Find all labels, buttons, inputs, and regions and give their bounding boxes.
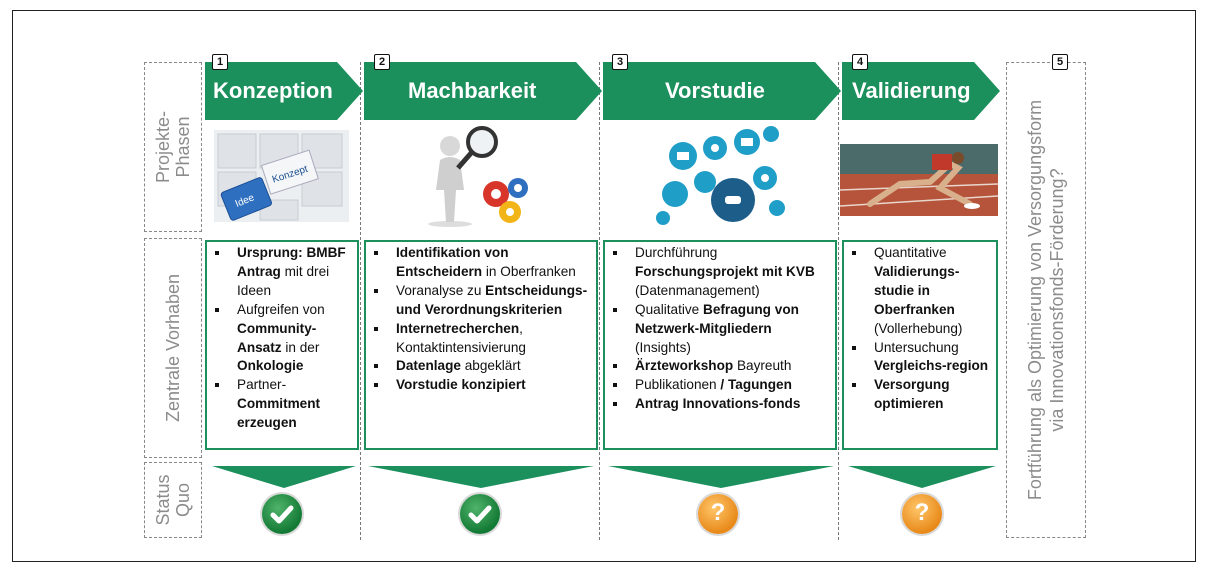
column-separator — [838, 62, 839, 540]
plan-item: Aufgreifen von Community-Ansatz in der O… — [213, 301, 353, 377]
phase-number: 4 — [852, 54, 868, 70]
phase-5-column: Fortführung als Optimierung von Versorgu… — [1006, 62, 1086, 538]
plan-item-text: (Vollerhebung) — [874, 320, 963, 336]
puzzle-image: Konzept Idee — [214, 130, 349, 222]
phase-arrow-validierung: Validierung — [842, 62, 1000, 120]
plan-item-text: Bayreuth — [733, 358, 792, 374]
plan-item-bold-text: Community-Ansatz — [237, 320, 317, 355]
plan-item-bold-text: Ursprung: BMBF Antrag — [237, 245, 346, 279]
plans-box-vorstudie: Durchführung Forschungsprojekt mit KVB (… — [603, 240, 837, 450]
plan-item: Publikationen / Tagungen — [611, 376, 831, 395]
plan-item-text: abgeklärt — [460, 358, 521, 374]
phase-number: 1 — [212, 54, 228, 70]
phase-arrow-konzeption: Konzeption — [205, 62, 363, 120]
plan-item-text: (Insights) — [635, 339, 691, 355]
status-check-icon — [460, 494, 500, 534]
plan-item-bold-text: Vorstudie konzipiert — [396, 377, 526, 393]
plan-item-bold-text: Antrag Innovations-fonds — [635, 396, 801, 412]
plan-item: Durchführung Forschungsprojekt mit KVB (… — [611, 244, 831, 301]
plan-item-bold-text: Vergleichs-region — [874, 358, 989, 374]
phase-5-text: Fortführung als Optimierung von Versorgu… — [1025, 99, 1067, 501]
status-question-icon: ? — [698, 494, 738, 534]
plan-item: Internetrecherchen, Kontaktintensivierun… — [372, 320, 592, 358]
plans-list: Durchführung Forschungsprojekt mit KVB (… — [605, 242, 835, 414]
plan-item-text: , Kontaktintensivierung — [396, 320, 526, 355]
status-question-icon: ? — [902, 494, 942, 534]
row-label-status: Status Quo — [144, 462, 202, 538]
plan-item: Partner- Commitment erzeugen — [213, 376, 353, 433]
plan-item-bold-text: Identifikation von Entscheidern — [396, 245, 509, 279]
plan-item-bold-text: Forschungsprojekt mit KVB — [635, 263, 815, 279]
plan-item-bold-text: Validierungs-studie in Oberfranken — [874, 263, 960, 317]
column-separator — [360, 62, 361, 540]
plan-item-bold-text: Entscheidungs- und Verordnungskriterien — [396, 282, 588, 317]
plan-item-text: mit drei Ideen — [237, 263, 330, 298]
plan-item-text: Aufgreifen von — [237, 301, 325, 317]
plan-item: Antrag Innovations-fonds — [611, 395, 831, 414]
phase-title: Konzeption — [213, 78, 333, 103]
plan-item-text: Qualitative — [635, 301, 704, 317]
plans-list: Quantitative Validierungs-studie in Ober… — [844, 242, 996, 414]
plan-item-text: (Datenmanagement) — [635, 282, 760, 298]
plan-item-text: Partner- — [237, 377, 287, 393]
plan-item-text: in der — [281, 339, 320, 355]
plan-item: Voranalyse zu Entscheidungs- und Verordn… — [372, 282, 592, 320]
diagram-frame — [12, 10, 1196, 562]
plan-item: Identifikation von Entscheidern in Oberf… — [372, 244, 592, 282]
plan-item-bold-text: Ärzteworkshop — [635, 358, 734, 374]
plan-item: Quantitative Validierungs-studie in Ober… — [850, 244, 992, 339]
plan-item: Qualitative Befragung von Netzwerk-Mitgl… — [611, 301, 831, 358]
plan-item-bold-text: Versorgung optimieren — [874, 377, 950, 412]
plan-item-text: Voranalyse zu — [396, 282, 486, 298]
plan-item-bold-text: Commitment erzeugen — [237, 396, 321, 431]
plans-list: Identifikation von Entscheidern in Oberf… — [366, 242, 596, 395]
phase-arrow-vorstudie: Vorstudie — [603, 62, 841, 120]
phase-number: 2 — [374, 54, 390, 70]
plan-item-text: in Oberfranken — [482, 263, 576, 279]
column-separator — [599, 62, 600, 540]
plan-item: Untersuchung Vergleichs-region — [850, 339, 992, 377]
phase-title: Machbarkeit — [408, 78, 537, 103]
plan-item: Versorgung optimieren — [850, 376, 992, 414]
phase-title: Validierung — [852, 78, 971, 103]
phase-title: Vorstudie — [665, 78, 765, 103]
plan-item: Datenlage abgeklärt — [372, 357, 592, 376]
plan-item-bold-text: Onkologie — [237, 358, 304, 374]
plan-item: Ärzteworkshop Bayreuth — [611, 357, 831, 376]
status-check-icon — [262, 494, 302, 534]
plan-item-text: Durchführung — [635, 245, 718, 260]
plan-item-bold-text: Internetrecherchen — [396, 320, 520, 336]
sprinter-image — [840, 144, 998, 216]
plan-item-text: Untersuchung — [874, 339, 959, 355]
magnifier-gears-image — [420, 124, 540, 228]
row-label-phases: Projekte- Phasen — [144, 62, 202, 232]
plan-item-bold-text: Befragung von Netzwerk-Mitgliedern — [635, 301, 799, 336]
plan-item-bold-text: Datenlage — [396, 358, 461, 374]
phase-arrow-machbarkeit: Machbarkeit — [364, 62, 602, 120]
plans-box-validierung: Quantitative Validierungs-studie in Ober… — [842, 240, 998, 450]
network-icons-image — [655, 126, 787, 226]
phase-number: 5 — [1052, 54, 1068, 70]
phase-number: 3 — [612, 54, 628, 70]
plans-box-machbarkeit: Identifikation von Entscheidern in Oberf… — [364, 240, 598, 450]
row-label-plans: Zentrale Vorhaben — [144, 238, 202, 458]
plan-item-bold-text: / Tagungen — [720, 377, 792, 393]
plan-item-text: Quantitative — [874, 245, 947, 260]
plan-item-text: Publikationen — [635, 377, 721, 393]
plan-item: Ursprung: BMBF Antrag mit drei Ideen — [213, 244, 353, 301]
plan-item: Vorstudie konzipiert — [372, 376, 592, 395]
